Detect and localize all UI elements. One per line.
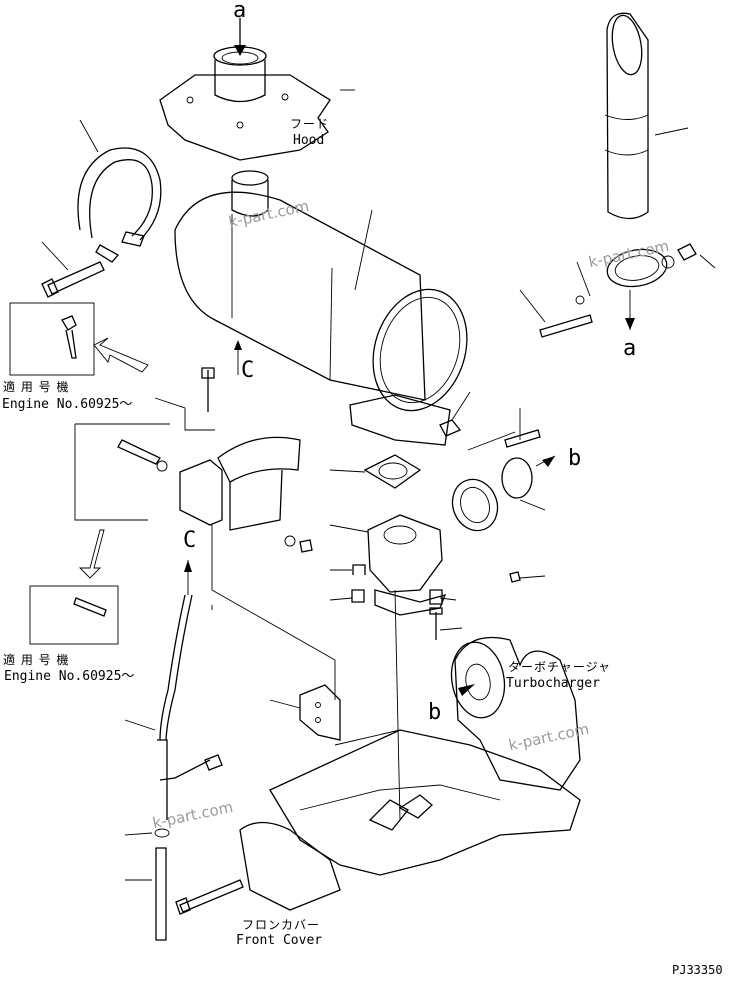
muffler-brackets <box>179 436 341 741</box>
engine-no-label-2: Engine No.60925～ <box>4 669 135 684</box>
note-boxes <box>9 302 215 645</box>
long-bolt <box>41 241 105 298</box>
hose-and-bolt <box>124 340 244 941</box>
turbo-label-jp: ターボチャージャ <box>508 660 612 674</box>
callout-a-top: a <box>233 0 247 23</box>
hood-label-en: Hood <box>293 133 325 148</box>
callout-b-right: b <box>568 446 582 471</box>
callout-c-lower: C <box>183 528 197 553</box>
tail-pipe <box>604 12 689 220</box>
front-cover-label-en: Front Cover <box>236 933 323 948</box>
applicable-label-jp-1: 適 用 号 機 <box>3 380 70 394</box>
exhaust-elbow <box>329 391 556 821</box>
turbocharger <box>450 636 581 791</box>
applicable-label-jp-2: 適 用 号 機 <box>3 653 70 667</box>
hood-part <box>159 18 331 161</box>
engine-manifold <box>239 729 581 911</box>
tailpipe-clamp <box>519 243 716 338</box>
turbo-label-en: Turbocharger <box>506 676 600 691</box>
front-cover-label-jp: フロンカバー <box>242 918 321 932</box>
callout-c-upper: C <box>241 358 255 383</box>
muffler <box>174 89 468 446</box>
callout-a-right: a <box>623 336 637 361</box>
callout-b-turbo: b <box>428 700 442 725</box>
clamp-band <box>77 119 162 263</box>
engine-no-label-1: Engine No.60925～ <box>2 397 133 412</box>
drawing-code: PJ33350 <box>672 963 723 977</box>
hood-label-jp: フード <box>290 117 330 131</box>
